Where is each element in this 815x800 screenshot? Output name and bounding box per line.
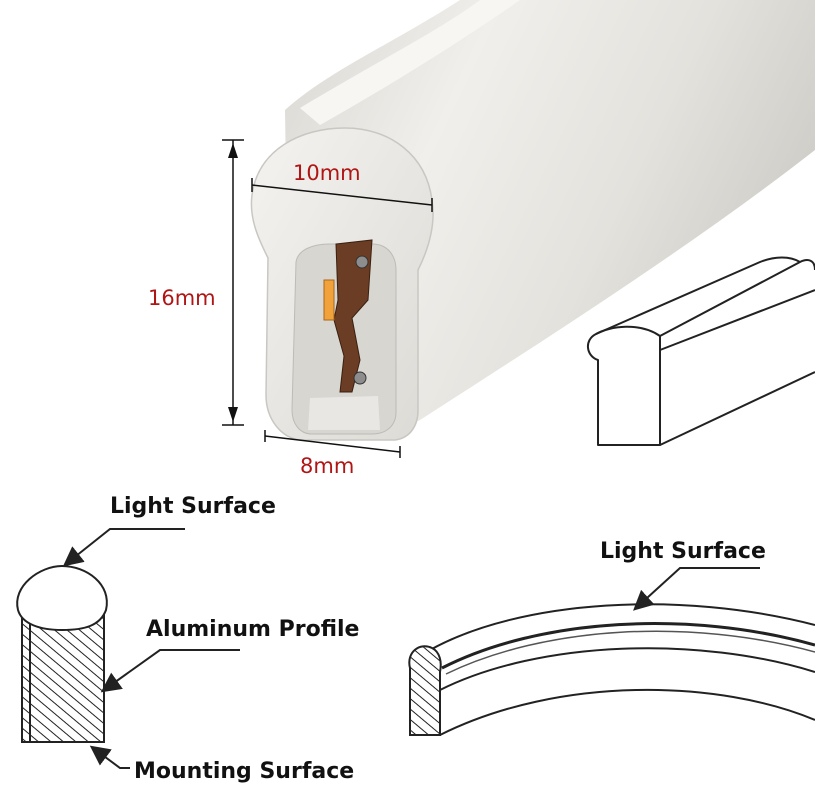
curved-strip	[408, 603, 815, 736]
screw-bottom-icon	[353, 371, 367, 385]
isometric-profile-sketch	[587, 256, 815, 446]
screw-top-icon	[355, 255, 369, 269]
dimension-width: 10mm	[251, 161, 433, 212]
callout-aluminum-profile: Aluminum Profile	[146, 617, 359, 642]
width-label: 10mm	[293, 161, 361, 185]
dimension-height: 16mm	[148, 139, 244, 426]
neon-strip-photo	[250, 0, 815, 441]
curved-strip-end-hatch	[408, 645, 442, 736]
led-chip	[323, 279, 335, 321]
led-pcb	[333, 239, 373, 393]
cross-section	[16, 564, 108, 743]
dimension-base: 8mm	[264, 430, 401, 478]
callout-mounting-surface: Mounting Surface	[134, 759, 354, 784]
base-label: 8mm	[300, 454, 354, 478]
callout-light-surface-right: Light Surface	[600, 539, 766, 564]
callout-leaders	[62, 528, 760, 769]
aluminum-profile-hatch	[21, 611, 105, 743]
height-label: 16mm	[148, 286, 216, 310]
callout-light-surface-left: Light Surface	[110, 494, 276, 519]
light-surface-dome	[16, 564, 108, 632]
